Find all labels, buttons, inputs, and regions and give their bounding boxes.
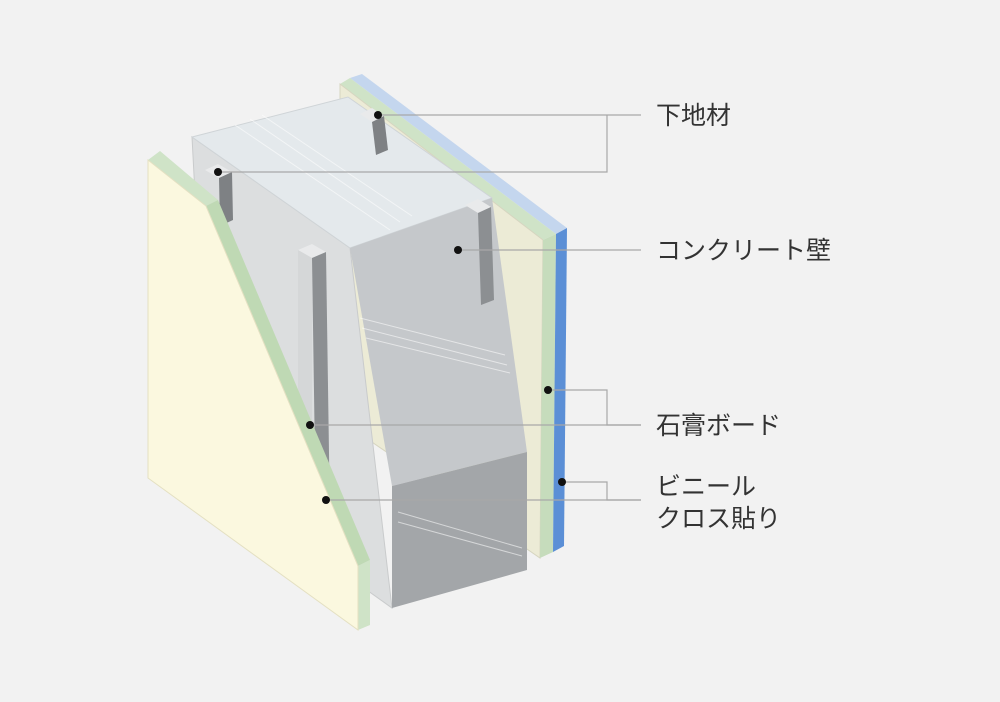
front-gypsum-top — [148, 151, 218, 206]
back-gypsum-top — [340, 78, 556, 240]
label-furring: 下地材 — [656, 101, 731, 130]
stud-2-side — [372, 116, 388, 155]
stud-4-top — [298, 244, 326, 258]
front-gypsum-side — [358, 560, 370, 630]
front-panel — [147, 151, 370, 631]
leader-lines — [218, 114, 641, 501]
label-vinyl-cloth-line1: ビニール — [656, 472, 756, 501]
stud-1-top — [465, 199, 491, 213]
furring-studs — [205, 108, 494, 526]
front-board-face — [147, 158, 359, 631]
concrete-texture — [234, 114, 523, 557]
label-concrete-wall: コンクリート壁 — [656, 236, 831, 265]
stud-1-side — [478, 207, 494, 305]
back-gypsum-side — [540, 234, 556, 558]
back-cloth-top — [350, 74, 567, 234]
label-gypsum-board: 石膏ボード — [656, 411, 781, 440]
pointer-dots — [214, 111, 566, 504]
labels: 下地材 コンクリート壁 石膏ボード ビニール クロス貼り — [656, 101, 831, 533]
label-vinyl-cloth-line2: クロス貼り — [656, 504, 781, 533]
front-gypsum-edge — [206, 200, 370, 566]
